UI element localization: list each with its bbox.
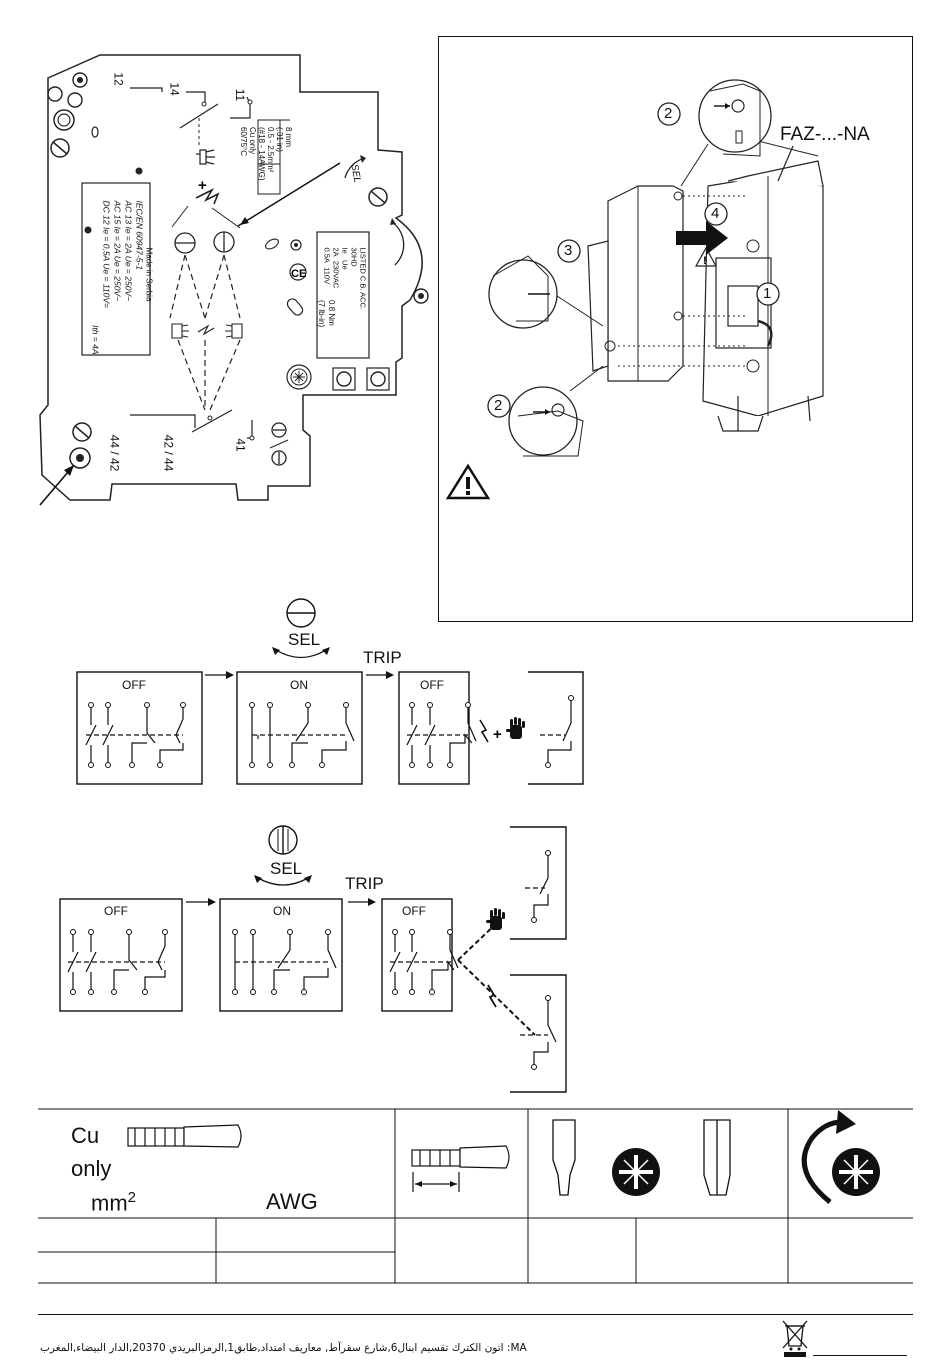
ul-ue-head: Ue [340,260,350,270]
mounting-drawing: ! [445,79,824,500]
strip-length-in: (.31 in) [275,127,284,152]
step-badge-2a [657,102,681,126]
standard-text: IEC/EN 60947-5-1 [134,200,145,270]
ul-r1-ue: 230VAC [331,260,341,289]
wire-section: 0.5 - 2.5mm² [266,127,275,173]
state-row2-off2: OFF [402,904,426,918]
trip-row1: TRIP [363,648,402,667]
switching-diagram-2 [59,825,567,1093]
only-label: only [71,1156,112,1181]
svg-text:+: + [493,726,502,743]
state-row1-on: ON [290,678,308,692]
terminal-42-44: 42 / 44 [161,434,176,472]
ul-row-head: Ie Ue [341,248,350,358]
cable-icon [127,1124,242,1148]
model-label: FAZ-...-NA [780,124,870,145]
step-badge-2b [487,394,511,418]
strip-length: 8 mm [284,127,293,147]
step-3-label: 3 [564,242,573,259]
lightning-icon [487,984,497,1008]
state-row1-off2: OFF [420,678,444,692]
mounting-panel [438,36,913,622]
hand-icon [506,717,525,739]
trip-row2: TRIP [345,874,384,893]
wire-awg: (#18 - 14AWG) [257,127,266,181]
torque-nm: 0.8 Nm [327,300,336,326]
pozidriv-icon [612,1148,660,1196]
hand-icon [486,908,505,930]
mm-sup: 2 [127,1189,136,1206]
state-row2-off1: OFF [104,904,128,918]
mm2-label: mm2 [91,1189,136,1216]
ul-r1-ie: 2A [331,247,341,257]
sel-row2: SEL [270,859,303,878]
step-2a-label: 2 [664,105,673,122]
switching-diagram-1: + [76,598,584,785]
made-in: Made in Serbia [144,247,154,302]
mm-text: mm [91,1190,128,1216]
wire-spec-text: 8 mm (.31 in) 0.5 - 2.5mm² (#18 - 14AWG)… [239,127,293,227]
footer-rule [38,1314,913,1315]
terminal-44-42: 44 / 42 [107,434,122,472]
flat-screwdriver-icon [552,1119,576,1196]
ac15-text: AC 15 Ie = 2A Ue = 250V~ [112,200,123,302]
dc12-text: DC 12 Ie = 0,5A Ue = 110V= [101,200,112,309]
ul-r2-ue: 110V [322,267,332,285]
awg-label: AWG [266,1189,318,1214]
weee-bin-icon [782,1320,808,1357]
terminal-14: 14 [167,82,182,96]
svg-text:+: + [198,177,207,194]
terminal-41: 41 [233,438,248,452]
cu-only: Cu only [248,127,257,155]
device-drawing: + CE [39,54,429,506]
ac13-text: AC 13 Ie = 2A Ue = 250V~ [123,200,134,302]
step-badge-4 [704,202,728,226]
warning-icon [445,463,491,500]
svg-text:!: ! [703,255,707,267]
torque-icon [801,1110,880,1204]
lightning-icon [195,188,220,205]
push-arrow [676,221,728,255]
svg-text:CE: CE [291,268,306,280]
cu-label: Cu [71,1123,100,1148]
hand-icon [196,149,215,165]
spec-table [38,1108,913,1284]
device-outline [39,54,423,501]
stripped-wire-icon [411,1145,510,1192]
lightning-icon [479,719,489,743]
temperature: 60/75°C [239,127,248,156]
ul-r2-ie: 0.5A [322,247,332,263]
state-row1-off1: OFF [122,678,146,692]
footer-address: MA: اتون الكترك تقسيم ابنال6,شارع سقرآط,… [40,1342,527,1354]
step-badge-3 [557,239,581,263]
torque-lbin: (7 lb-in) [317,300,326,328]
step-1-label: 1 [763,285,772,302]
ul-code: 30HD [349,247,359,267]
step-2b-label: 2 [494,397,503,414]
state-row2-on: ON [273,904,291,918]
terminal-11: 11 [233,88,248,102]
sel-row1: SEL [288,630,321,649]
rating-label-text: IEC/EN 60947-5-1 AC 13 Ie = 2A Ue = 250V… [90,201,145,355]
wide-screwdriver-icon [703,1119,731,1196]
ul-label-box [316,231,370,359]
step-badge-1 [756,282,780,306]
step-4-label: 4 [711,205,720,222]
ul-listed: LISTED C.B. ACC. [358,247,368,311]
terminal-12: 12 [111,72,126,86]
ul-ie-head: Ie [340,247,350,254]
ith-text: Ith = 4A [90,324,101,355]
footer-line [813,1355,907,1356]
torque-text: 0.8 Nm (7 lb-in) [316,300,336,360]
rating-label-box [81,182,151,356]
